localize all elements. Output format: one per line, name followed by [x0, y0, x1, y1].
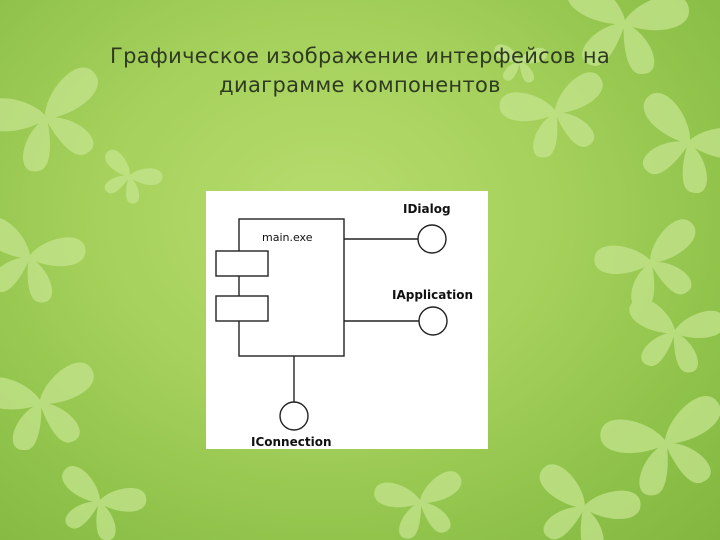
butterfly-icon	[618, 88, 720, 207]
butterfly-icon	[0, 360, 105, 457]
interface-label-idialog: IDialog	[403, 202, 451, 216]
interface-lollipop-idialog	[417, 224, 447, 254]
slide-title-line2: диаграмме компонентов	[219, 73, 501, 97]
butterfly-icon	[46, 463, 150, 540]
interface-label-iconnection: IConnection	[251, 435, 332, 449]
component-box	[238, 218, 345, 357]
butterfly-icon	[596, 392, 720, 505]
butterfly-icon	[620, 296, 720, 378]
interface-label-iapplication: IApplication	[392, 288, 473, 302]
component-diagram: main.exe IDialog IApplication IConnectio…	[206, 191, 488, 449]
interface-lollipop-iconnection	[279, 401, 309, 431]
component-port-bottom	[215, 295, 269, 322]
butterfly-icon	[372, 469, 470, 540]
butterfly-icon	[0, 214, 89, 311]
interface-lollipop-iapplication	[418, 306, 448, 336]
component-label: main.exe	[262, 231, 313, 244]
butterfly-icon	[91, 147, 165, 211]
butterfly-icon	[520, 460, 645, 540]
slide-title: Графическое изображение интерфейсов на д…	[40, 42, 680, 100]
slide-title-line1: Графическое изображение интерфейсов на	[109, 44, 611, 68]
component-port-top	[215, 250, 269, 277]
